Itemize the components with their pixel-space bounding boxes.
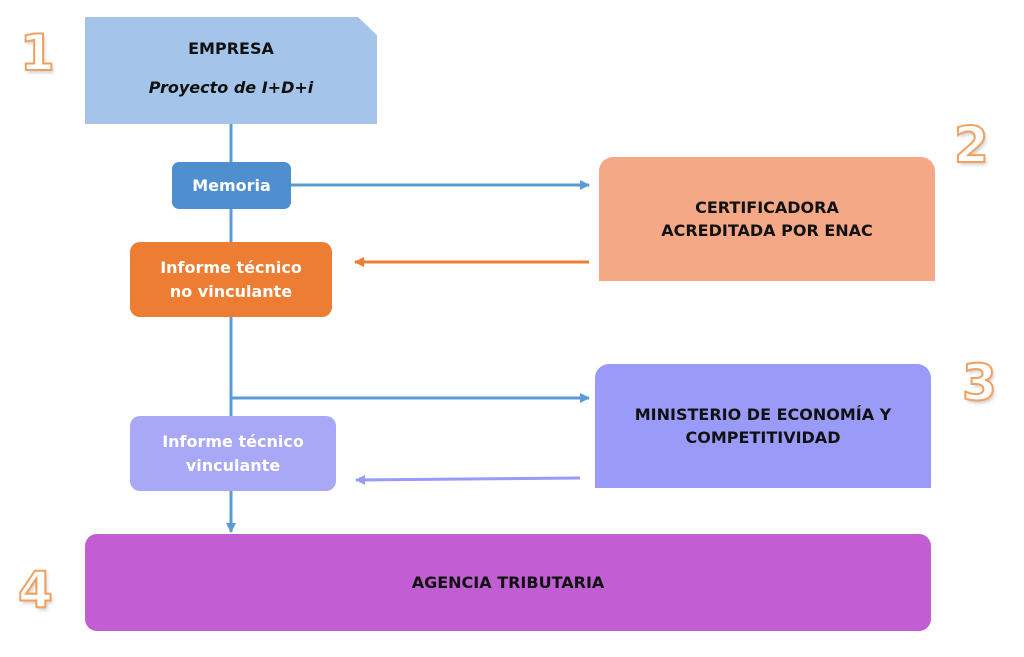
informe-no-vinculante-line2: no vinculante [169,281,293,301]
informe-vinculante-box: Informe técnico vinculante [130,416,336,491]
ministerio-line2: COMPETITIVIDAD [685,428,841,447]
step-number-1: 1 [19,24,56,82]
empresa-subtitle: Proyecto de I+D+i [148,78,314,98]
informe-no-vinculante-line1: Informe técnico [160,258,302,278]
certificadora-line1: CERTIFICADORA [695,197,839,217]
empresa-box: EMPRESA Proyecto de I+D+i [85,17,377,124]
memoria-box: Memoria [172,162,291,209]
certificadora-box: CERTIFICADORA ACREDITADA POR ENAC [599,157,935,281]
memoria-label: Memoria [192,175,271,195]
informe-no-vinculante-box: Informe técnico no vinculante [130,242,332,317]
step-number-2: 2 [953,116,990,174]
ministerio-box: MINISTERIO DE ECONOMÍA Y COMPETITIVIDAD [595,364,931,488]
arrow-ministerio-to-informe [355,474,581,485]
step-number-3: 3 [961,354,998,412]
step-number-4: 4 [17,561,54,619]
ministerio-line1: MINISTERIO DE ECONOMÍA Y [634,404,892,424]
agencia-tributaria-label: AGENCIA TRIBUTARIA [411,572,605,592]
empresa-title: EMPRESA [188,39,274,58]
informe-vinculante-line1: Informe técnico [162,432,304,452]
agencia-tributaria-box: AGENCIA TRIBUTARIA [85,534,931,631]
informe-vinculante-line2: vinculante [185,455,281,475]
certificadora-line2: ACREDITADA POR ENAC [661,221,873,240]
